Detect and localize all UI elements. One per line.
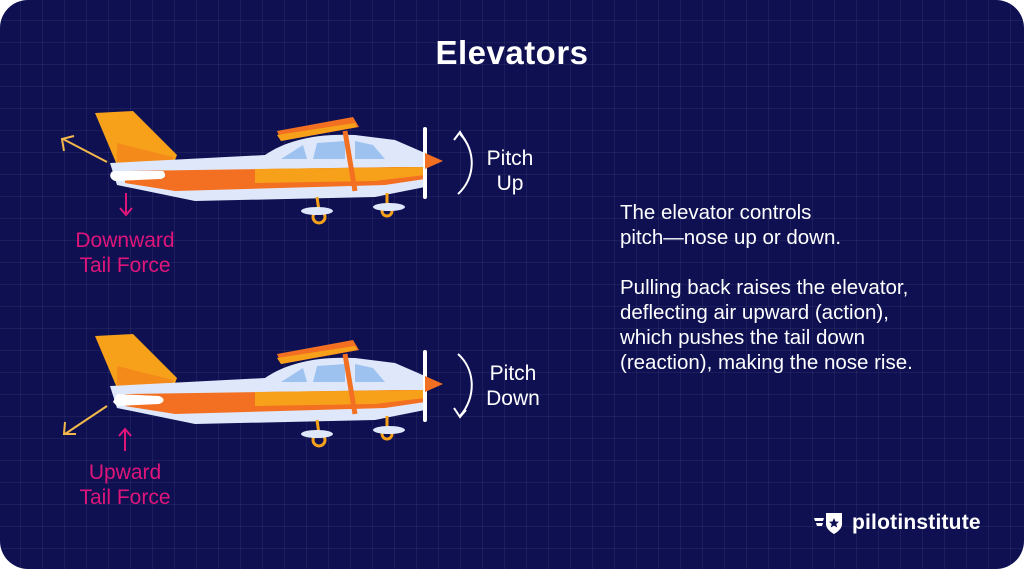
pitch-label-line2: Up [496, 172, 524, 195]
description-line: The elevator controls [620, 201, 812, 224]
description-line: Pulling back raises the elevator, [620, 276, 909, 299]
airflow-deflection-arrow [60, 135, 108, 163]
description-line: deflecting air upward (action), [620, 301, 889, 324]
pitch-up-label: Pitch Up [470, 146, 550, 196]
pitch-down-label: Pitch Down [473, 361, 553, 411]
brand-logo: pilotinstitute [812, 510, 981, 536]
tail-fin [95, 111, 177, 165]
pitch-up-arrow-icon [453, 130, 473, 195]
upward-tail-force-label: Upward Tail Force [50, 460, 200, 510]
upward-force-arrow-icon [118, 427, 132, 451]
pitch-label-line1: Pitch [489, 362, 537, 385]
force-label-line1: Downward [75, 229, 175, 252]
pitch-label-line2: Down [486, 387, 540, 410]
tail-fin [95, 334, 177, 388]
force-label-line2: Tail Force [79, 254, 171, 277]
description-paragraph-1: The elevator controls pitch—nose up or d… [620, 200, 1000, 250]
pitch-down-arrow-icon [453, 353, 473, 419]
downward-tail-force-label: Downward Tail Force [50, 228, 200, 278]
airplane-illustration [60, 111, 443, 225]
downward-force-arrow-icon [119, 193, 133, 217]
description-line: (reaction), making the nose rise. [620, 351, 913, 374]
description-paragraph-2: Pulling back raises the elevator, deflec… [620, 275, 1000, 375]
description-text: The elevator controls pitch—nose up or d… [620, 200, 1000, 400]
pitch-label-line1: Pitch [486, 147, 534, 170]
airplane-pitch-up [55, 105, 475, 235]
elevator [110, 171, 166, 181]
force-label-line2: Tail Force [79, 486, 171, 509]
wing-star-badge-icon [814, 513, 842, 534]
elevator [113, 394, 164, 406]
airflow-deflection-arrow [62, 405, 108, 435]
description-line: which pushes the tail down [620, 326, 866, 349]
page-title: Elevators [435, 34, 589, 71]
description-line: pitch—nose up or down. [620, 226, 842, 249]
airplane-illustration [62, 334, 443, 448]
brand-name: pilotinstitute [852, 511, 981, 534]
force-label-line1: Upward [88, 461, 162, 484]
airplane-pitch-down [55, 328, 475, 458]
